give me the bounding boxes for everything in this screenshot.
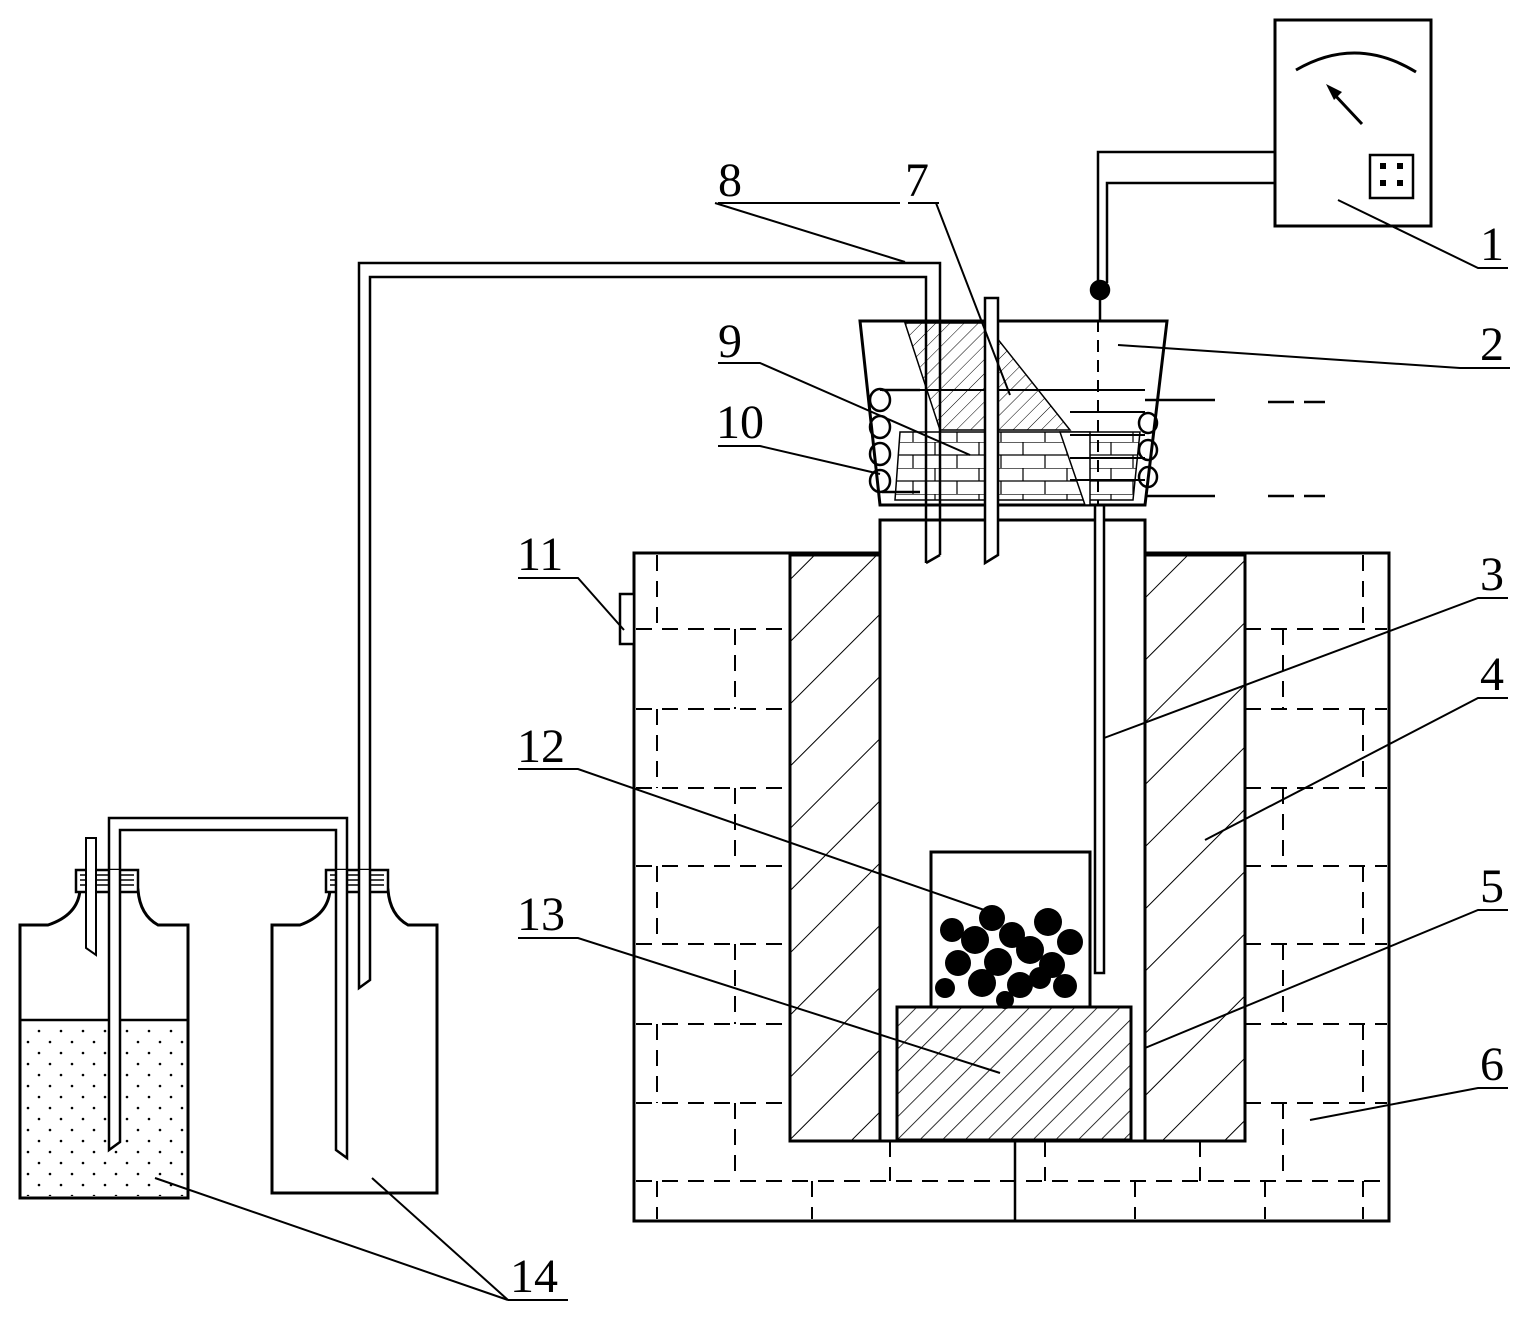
probe-tube xyxy=(983,296,1000,566)
label-2: 2 xyxy=(1480,318,1504,371)
meter-wire xyxy=(1089,150,1275,322)
side-port xyxy=(618,592,636,646)
heating-coil xyxy=(868,387,1325,498)
leader-lines xyxy=(154,199,1510,1301)
label-9: 9 xyxy=(718,315,742,368)
label-6: 6 xyxy=(1480,1038,1504,1091)
label-11: 11 xyxy=(517,528,563,581)
label-8: 8 xyxy=(718,154,742,207)
furnace-lid xyxy=(858,319,1169,507)
gas-wash-bottle-right xyxy=(270,868,439,1195)
support-block xyxy=(895,1005,1133,1142)
sample-particles xyxy=(935,905,1083,1009)
part-labels: 1 2 3 4 5 6 7 8 9 10 11 12 13 14 xyxy=(510,154,1504,1303)
label-1: 1 xyxy=(1480,218,1504,271)
label-13: 13 xyxy=(517,888,565,941)
label-7: 7 xyxy=(905,154,929,207)
label-14: 14 xyxy=(510,1250,558,1303)
label-4: 4 xyxy=(1480,648,1504,701)
temperature-meter xyxy=(1273,18,1433,228)
label-12: 12 xyxy=(517,720,565,773)
gas-wash-bottle-left xyxy=(18,837,190,1200)
label-5: 5 xyxy=(1480,860,1504,913)
gas-tube xyxy=(107,261,942,878)
label-3: 3 xyxy=(1480,548,1504,601)
thermocouple xyxy=(1093,503,1106,975)
label-10: 10 xyxy=(716,396,764,449)
